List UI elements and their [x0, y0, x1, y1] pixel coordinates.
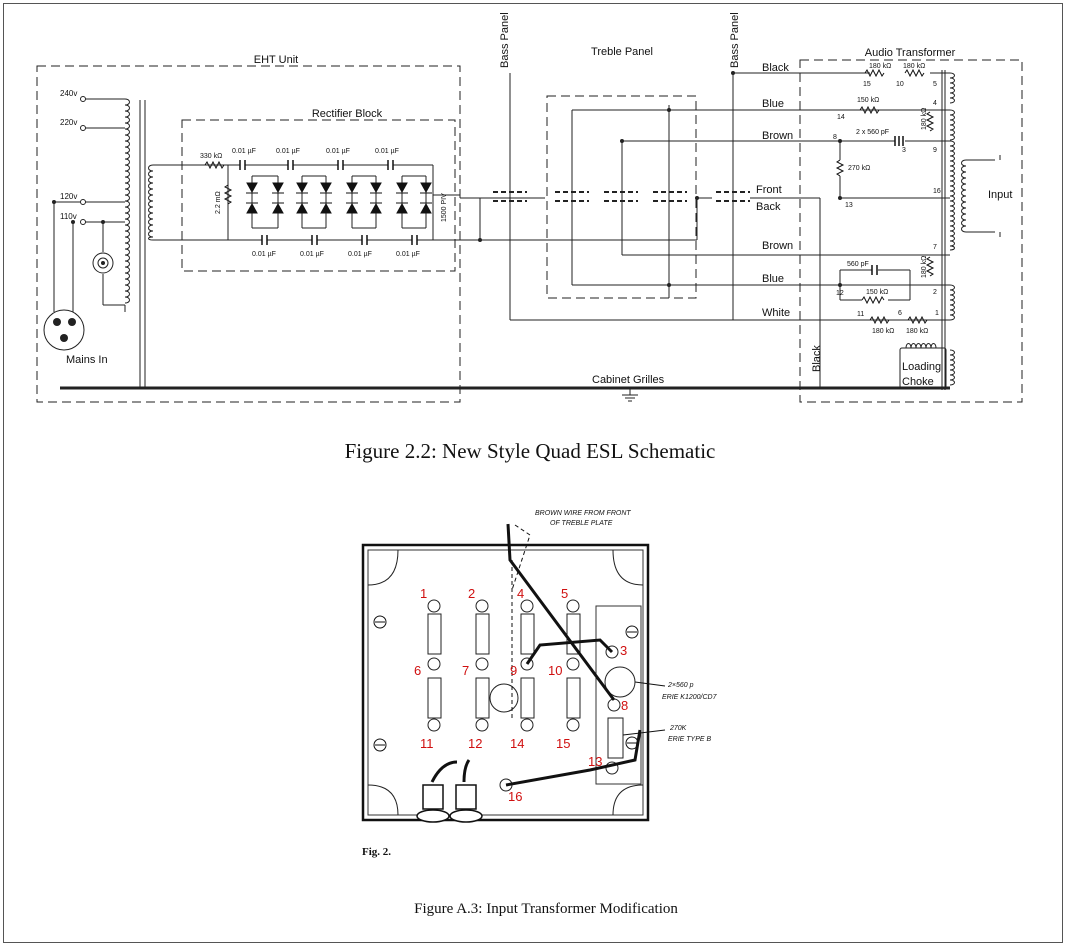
- node-9: 9: [933, 147, 937, 154]
- cap-top-3: 0.01 µF: [326, 148, 350, 155]
- c2x560-label: 2 x 560 pF: [856, 129, 889, 136]
- rectifier-diodes: [246, 182, 432, 214]
- mains-connector-icon: [43, 309, 85, 351]
- pin-15: 15: [556, 736, 570, 751]
- node-10: 10: [896, 81, 904, 88]
- rectifier-block-box: [181, 119, 456, 272]
- wire-blue-bottom: Blue: [762, 273, 784, 285]
- pin-13: 13: [588, 754, 602, 769]
- wire-black-vertical: Black: [811, 345, 823, 372]
- r180k-label-6: 180 kΩ: [906, 328, 928, 335]
- r180k-label-5: 180 kΩ: [872, 328, 894, 335]
- r180k-label-1: 180 kΩ: [869, 63, 891, 70]
- cabinet-grilles-label: Cabinet Grilles: [592, 374, 665, 386]
- node-11: 11: [857, 311, 864, 318]
- pin-9: 9: [510, 663, 517, 678]
- pin-14: 14: [510, 736, 524, 751]
- figure-caption-1: Figure 2.2: New Style Quad ESL Schematic: [345, 439, 716, 463]
- wire-white: White: [762, 307, 790, 319]
- pin-2: 2: [468, 586, 475, 601]
- pin-10: 10: [548, 663, 562, 678]
- tap-240v: 240v: [60, 89, 77, 98]
- pin-5: 5: [561, 586, 568, 601]
- pin-12: 12: [468, 736, 482, 751]
- treble-panel-label: Treble Panel: [591, 46, 653, 58]
- r270k-label: 270 kΩ: [848, 165, 870, 172]
- cap-top-4: 0.01 µF: [375, 148, 399, 155]
- c560-label: 560 pF: [847, 261, 869, 268]
- r180k-label-3: 180 kΩ: [921, 108, 928, 130]
- transformer-modification-drawing: [361, 523, 666, 823]
- eht-unit-box: [36, 65, 461, 403]
- node-8: 8: [833, 134, 837, 141]
- pin-11: 11: [420, 736, 434, 751]
- wire-brown-top: Brown: [762, 130, 793, 142]
- node-15: 15: [863, 81, 871, 88]
- input-label: Input: [988, 189, 1012, 201]
- cap-bottom-3: 0.01 µF: [348, 251, 372, 258]
- choke-label: Choke: [902, 376, 934, 388]
- note-cap-1: 2×560 p: [667, 682, 694, 689]
- pin-3: 3: [620, 643, 627, 658]
- r330k-label: 330 kΩ: [200, 153, 222, 160]
- node-12: 12: [836, 290, 844, 297]
- cap-bottom-4: 0.01 µF: [396, 251, 420, 258]
- piv-label: 1500 PIV: [441, 193, 448, 222]
- cap-bottom-1: 0.01 µF: [252, 251, 276, 258]
- fig-2-label: Fig. 2.: [362, 846, 391, 858]
- node-2: 2: [933, 289, 937, 296]
- node-14: 14: [837, 114, 845, 121]
- tap-220v: 220v: [60, 118, 77, 127]
- r180k-label-2: 180 kΩ: [903, 63, 925, 70]
- r150k-label-bottom: 150 kΩ: [866, 289, 888, 296]
- tap-110v: 110v: [60, 212, 77, 221]
- node-3: 3: [902, 147, 906, 154]
- mains-transformer-coil: [124, 98, 154, 304]
- page-frame: [3, 3, 1063, 943]
- node-5: 5: [933, 81, 937, 88]
- cap-bottom-2: 0.01 µF: [300, 251, 324, 258]
- node-1: 1: [935, 310, 939, 317]
- r2m2-label: 2.2 mΩ: [215, 191, 222, 214]
- eht-unit-label: EHT Unit: [254, 54, 298, 66]
- note-cap-2: ERIE K1200/CD7: [662, 694, 718, 701]
- note-brown-wire-1: BROWN WIRE FROM FRONT: [535, 510, 631, 517]
- node-6: 6: [898, 310, 902, 317]
- r180k-label-4: 180 kΩ: [921, 256, 928, 278]
- pin-16: 16: [508, 789, 522, 804]
- wire-brown-bottom: Brown: [762, 240, 793, 252]
- pin-8: 8: [621, 698, 628, 713]
- wire-blue-top: Blue: [762, 98, 784, 110]
- note-brown-wire-2: OF TREBLE PLATE: [550, 520, 613, 527]
- pin-6: 6: [414, 663, 421, 678]
- pin-7: 7: [462, 663, 469, 678]
- pin-1: 1: [420, 586, 427, 601]
- node-7: 7: [933, 244, 937, 251]
- loading-label: Loading: [902, 361, 941, 373]
- note-res-1: 270K: [669, 725, 687, 732]
- audio-transformer-label: Audio Transformer: [865, 47, 956, 59]
- note-res-2: ERIE TYPE B: [668, 736, 712, 743]
- cap-top-1: 0.01 µF: [232, 148, 256, 155]
- node-13: 13: [845, 202, 853, 209]
- wire-black-top: Black: [762, 62, 789, 74]
- r150k-label-top: 150 kΩ: [857, 97, 879, 104]
- audio-transformer-box: [799, 59, 1023, 403]
- cap-top-2: 0.01 µF: [276, 148, 300, 155]
- figure-caption-2: Figure A.3: Input Transformer Modificati…: [414, 901, 678, 917]
- bass-panel-left-label: Bass Panel: [499, 12, 511, 68]
- bass-panel-right-label: Bass Panel: [729, 12, 741, 68]
- front-label: Front: [756, 184, 782, 196]
- node-4: 4: [933, 100, 937, 107]
- treble-panel-box: [546, 95, 697, 299]
- rectifier-block-label: Rectifier Block: [312, 108, 383, 120]
- node-16: 16: [933, 188, 941, 195]
- mains-in-label: Mains In: [66, 354, 108, 366]
- pin-4: 4: [517, 586, 524, 601]
- tap-120v: 120v: [60, 192, 77, 201]
- back-label: Back: [756, 201, 781, 213]
